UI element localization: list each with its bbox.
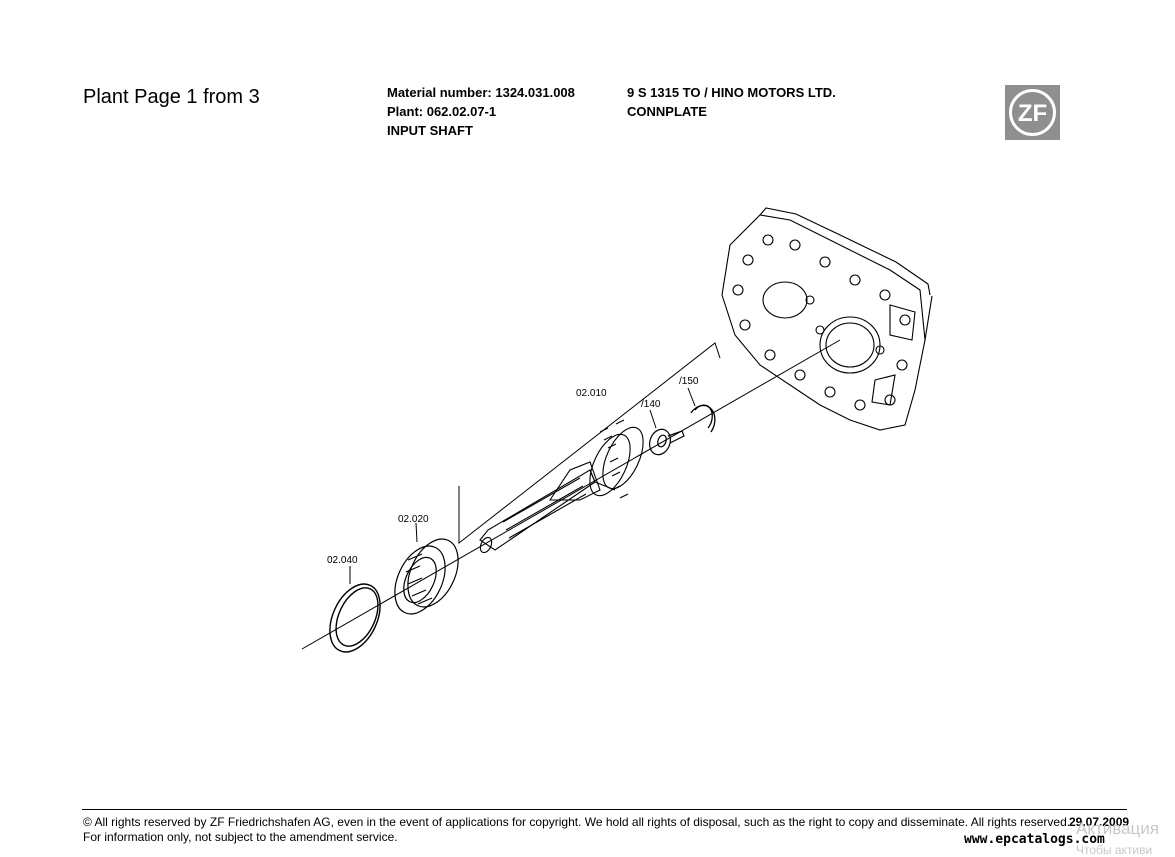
model-name: 9 S 1315 TO / HINO MOTORS LTD. (627, 85, 836, 100)
bearing-leader (415, 522, 418, 543)
copyright-notice: © All rights reserved by ZF Friedrichsha… (83, 815, 1071, 829)
group-title: INPUT SHAFT (387, 123, 473, 138)
plant-number: Plant: 062.02.07-1 (387, 104, 497, 119)
connplate-housing (721, 207, 933, 431)
information-notice: For information only, not subject to the… (83, 830, 398, 844)
logo-text: ZF (1018, 100, 1047, 127)
callout-shaft: 02.010 (576, 388, 607, 399)
subgroup-title: CONNPLATE (627, 104, 707, 119)
ring-02-040 (329, 583, 381, 653)
exploded-view-drawing: 02.010 02.020 02.040 /140 /150 (301, 207, 933, 653)
bearing-02-020 (394, 538, 459, 615)
shaft-leader (458, 342, 721, 545)
circlip-150 (690, 404, 716, 433)
activation-overlay-subtitle: Чтобы активи (1076, 843, 1153, 857)
footer-text: © All rights reserved by ZF Friedrichsha… (83, 815, 1070, 845)
page-label: Plant Page 1 from 3 (83, 86, 260, 108)
material-block: Material number: 1324.031.008 Plant: 062… (387, 83, 575, 140)
callout-bearing: 02.020 (398, 514, 429, 525)
activation-overlay-title: Активация (1076, 819, 1159, 838)
footer-divider (82, 809, 1127, 810)
circlip-leader (687, 387, 696, 407)
material-number: Material number: 1324.031.008 (387, 85, 575, 100)
zf-logo: ZF (1005, 85, 1060, 140)
callout-circlip: /150 (679, 376, 699, 387)
callout-ring: 02.040 (327, 555, 358, 566)
input-shaft (479, 419, 644, 554)
model-block: 9 S 1315 TO / HINO MOTORS LTD. CONNPLATE (627, 83, 836, 121)
shaft-axis-line (301, 339, 841, 650)
site-watermark: www.epcatalogs.com (964, 832, 1105, 847)
washer-140 (649, 428, 685, 456)
washer-leader (649, 409, 657, 429)
print-date: 29.07.2009 (1069, 815, 1130, 829)
callout-washer: /140 (641, 399, 661, 410)
